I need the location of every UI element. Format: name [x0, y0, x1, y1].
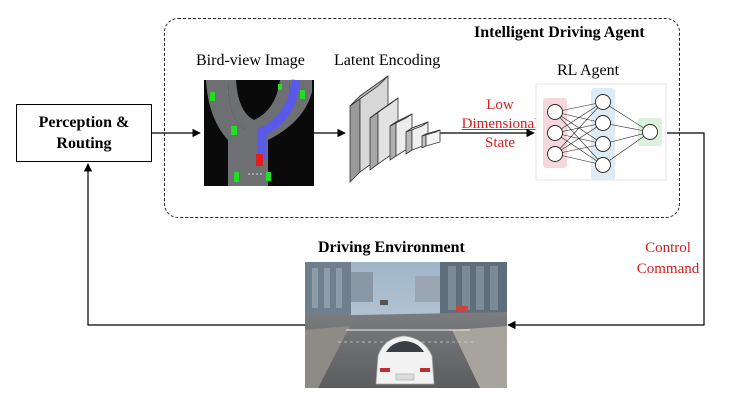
control-line2: Command [636, 261, 700, 277]
state-line1: Low [486, 97, 514, 113]
latent-encoder-blocks [349, 75, 441, 183]
hidden-layer-band [591, 88, 615, 180]
perception-label-line1: Perception & [38, 114, 130, 131]
arrow-environment-to-perception [83, 163, 305, 326]
connectors [83, 128, 705, 330]
control-line1: Control [645, 240, 691, 256]
birdview-image [204, 79, 314, 186]
perception-label-line2: Routing [56, 135, 112, 152]
birdview-label: Bird-view Image [196, 52, 305, 69]
rl-agent-label: RL Agent [557, 62, 620, 79]
agent-title: Intelligent Driving Agent [474, 24, 645, 41]
environment-label: Driving Environment [318, 239, 465, 256]
state-line2: Dimensional [461, 116, 539, 132]
rl-network-diagram [535, 83, 667, 181]
arrow-rl-to-environment [507, 132, 705, 330]
perception-routing-box: Perception & Routing [16, 104, 152, 162]
state-label: Low Dimensional State [456, 96, 544, 153]
control-label: Control Command [628, 238, 708, 280]
encoder-label: Latent Encoding [334, 52, 441, 69]
state-line3: State [485, 135, 515, 151]
agent-container [164, 18, 680, 218]
driving-environment-image [305, 262, 507, 388]
